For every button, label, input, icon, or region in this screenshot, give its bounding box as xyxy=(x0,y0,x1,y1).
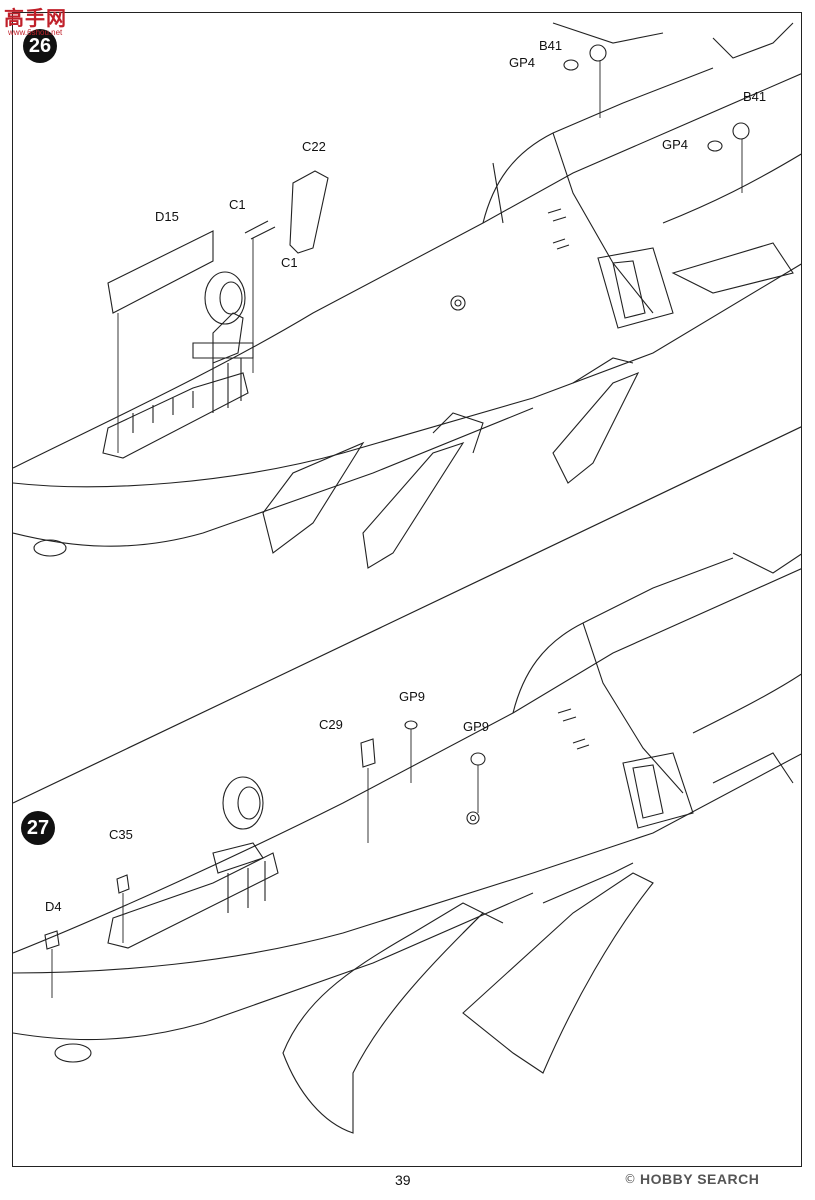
part-label: C35 xyxy=(109,827,133,842)
part-label: B41 xyxy=(743,89,767,104)
part-label: C1 xyxy=(229,197,246,212)
step-number-badge-27: 27 xyxy=(21,811,55,845)
page-number: 39 xyxy=(395,1172,411,1188)
part-label: GP4 xyxy=(509,55,536,70)
part-label: C22 xyxy=(302,139,326,154)
watermark-copyright: © xyxy=(624,1172,636,1186)
part-c35-shape xyxy=(116,874,130,894)
part-label: GP9 xyxy=(463,719,490,734)
fuselage-27 xyxy=(13,552,801,1134)
nose-gear-26 xyxy=(192,271,254,413)
watermark-logo: 高手网 xyxy=(4,6,67,30)
nose-gear-27 xyxy=(212,776,266,913)
part-label: GP4 xyxy=(662,137,689,152)
watermark-url: www.6shou.net xyxy=(8,28,63,37)
part-c22-shape xyxy=(289,170,329,254)
watermark-hobby-search: HOBBY SEARCH xyxy=(640,1171,760,1187)
step-number-badge-26: 26 xyxy=(23,29,57,63)
part-label: C1 xyxy=(281,255,298,270)
part-label: GP9 xyxy=(399,689,426,704)
step-divider-line xyxy=(13,426,801,804)
part-d4-shape xyxy=(44,930,60,950)
part-label: D15 xyxy=(155,209,179,224)
part-label: B41 xyxy=(539,38,563,53)
part-label: D4 xyxy=(45,899,62,914)
part-d15-shape xyxy=(107,230,214,314)
step-26-drawing xyxy=(13,22,801,1134)
fuselage-26 xyxy=(13,22,801,569)
instruction-page-frame: 26 27 B41 GP4 B41 GP4 C22 C1 D15 C1 GP9 … xyxy=(12,12,802,1167)
part-c29-shape xyxy=(360,738,376,768)
part-label: C29 xyxy=(319,717,343,732)
